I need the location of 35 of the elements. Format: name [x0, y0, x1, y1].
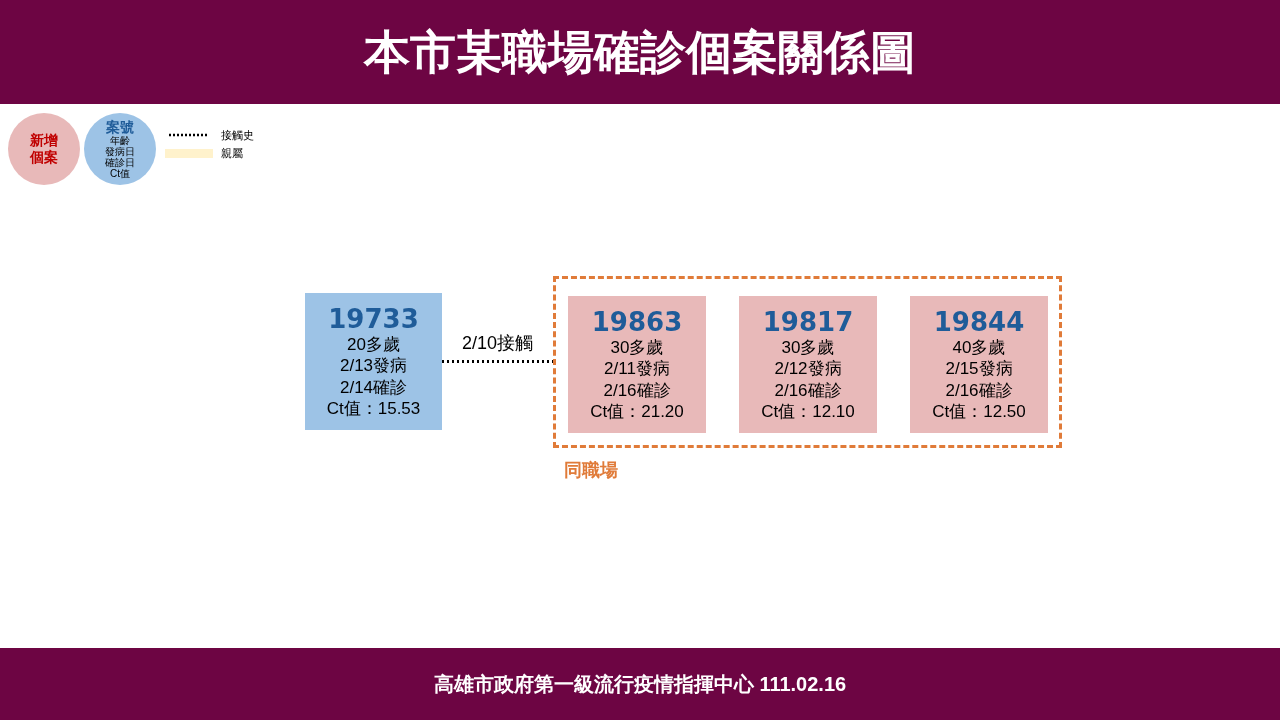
- case-detail: Ct值：15.53: [326, 398, 421, 420]
- case-detail: 2/12發病: [774, 358, 842, 380]
- legend-text: 新增個案: [29, 132, 59, 166]
- case-detail: 30多歲: [781, 336, 835, 358]
- legend-text: 確診日: [105, 156, 135, 168]
- legend-text: 發病日: [105, 145, 135, 157]
- case-detail: Ct值：12.10: [761, 401, 855, 423]
- case-detail: 2/11發病: [604, 358, 670, 380]
- case-number: 19733: [328, 303, 419, 334]
- case-detail: 2/16確診: [774, 379, 842, 401]
- legend-text: 年齡: [110, 134, 130, 146]
- case-box: [739, 296, 877, 433]
- case-box: [910, 296, 1048, 433]
- case-detail: 30多歲: [610, 336, 664, 358]
- case-number: 19817: [762, 306, 854, 337]
- case-box: [305, 293, 442, 430]
- case-box: [568, 296, 706, 433]
- case-detail: 2/13發病: [339, 355, 408, 377]
- case-number: 19844: [933, 306, 1025, 337]
- case-detail: 2/15發病: [945, 358, 1013, 380]
- case-detail: Ct值：21.20: [590, 401, 684, 423]
- case-detail: 20多歲: [347, 333, 400, 355]
- legend-text: 接觸史: [221, 127, 254, 143]
- case-detail: Ct值：12.50: [932, 401, 1026, 423]
- title: 本市某職場確診個案關係圖: [364, 24, 916, 80]
- case-detail: 40多歲: [952, 336, 1006, 358]
- case-number: 19863: [591, 306, 683, 337]
- case-detail: 2/16確診: [603, 379, 671, 401]
- group-label: 同職場: [564, 459, 618, 482]
- legend-text: Ct值: [110, 167, 130, 179]
- case-detail: 2/14確診: [339, 376, 408, 398]
- case-detail: 2/16確診: [945, 379, 1013, 401]
- legend-text: 案號: [106, 119, 134, 135]
- caption: 高雄市政府第一級流行疫情指揮中心 111.02.16: [433, 672, 847, 697]
- legend-text: 親屬: [221, 145, 243, 161]
